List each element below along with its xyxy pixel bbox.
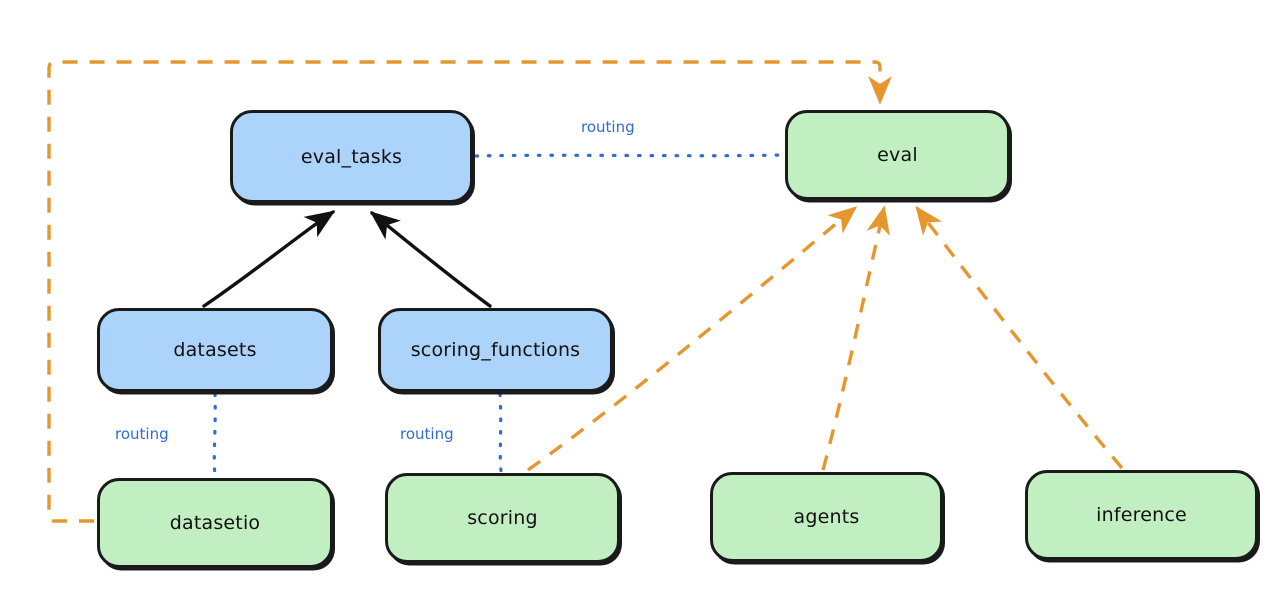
edge-scoring-functions-to-eval-tasks [369,211,492,308]
node-eval[interactable]: eval [785,110,1010,200]
node-label-datasets: datasets [173,339,257,361]
edge-scoring-to-eval [527,206,858,472]
edge-label-routing-eval-tasks: routing [578,118,638,136]
edge-datasetio-to-eval [47,60,892,523]
node-datasets[interactable]: datasets [97,308,333,392]
edge-inference-to-eval [915,205,1124,470]
node-label-agents: agents [793,506,860,528]
node-label-inference: inference [1096,504,1187,526]
node-datasetio[interactable]: datasetio [97,478,333,568]
edge-label-routing-datasets: routing [112,425,172,443]
edge-datasets-to-eval-tasks [202,210,336,308]
node-label-scoring-functions: scoring_functions [410,339,581,361]
node-label-scoring: scoring [467,507,538,529]
edge-eval-tasks-to-eval [474,153,784,158]
node-scoring-functions[interactable]: scoring_functions [378,308,613,392]
edge-datasets-to-datasetio [212,392,217,478]
edge-scoring-functions-to-scoring [498,392,503,473]
edge-label-routing-scoring-functions: routing [397,425,457,443]
node-label-eval-tasks: eval_tasks [300,145,403,168]
node-label-datasetio: datasetio [169,512,261,534]
node-agents[interactable]: agents [710,472,943,562]
node-scoring[interactable]: scoring [385,473,620,563]
node-eval-tasks[interactable]: eval_tasks [230,110,473,203]
edge-agents-to-eval [821,205,890,471]
node-label-eval: eval [877,144,918,166]
node-inference[interactable]: inference [1025,470,1258,560]
